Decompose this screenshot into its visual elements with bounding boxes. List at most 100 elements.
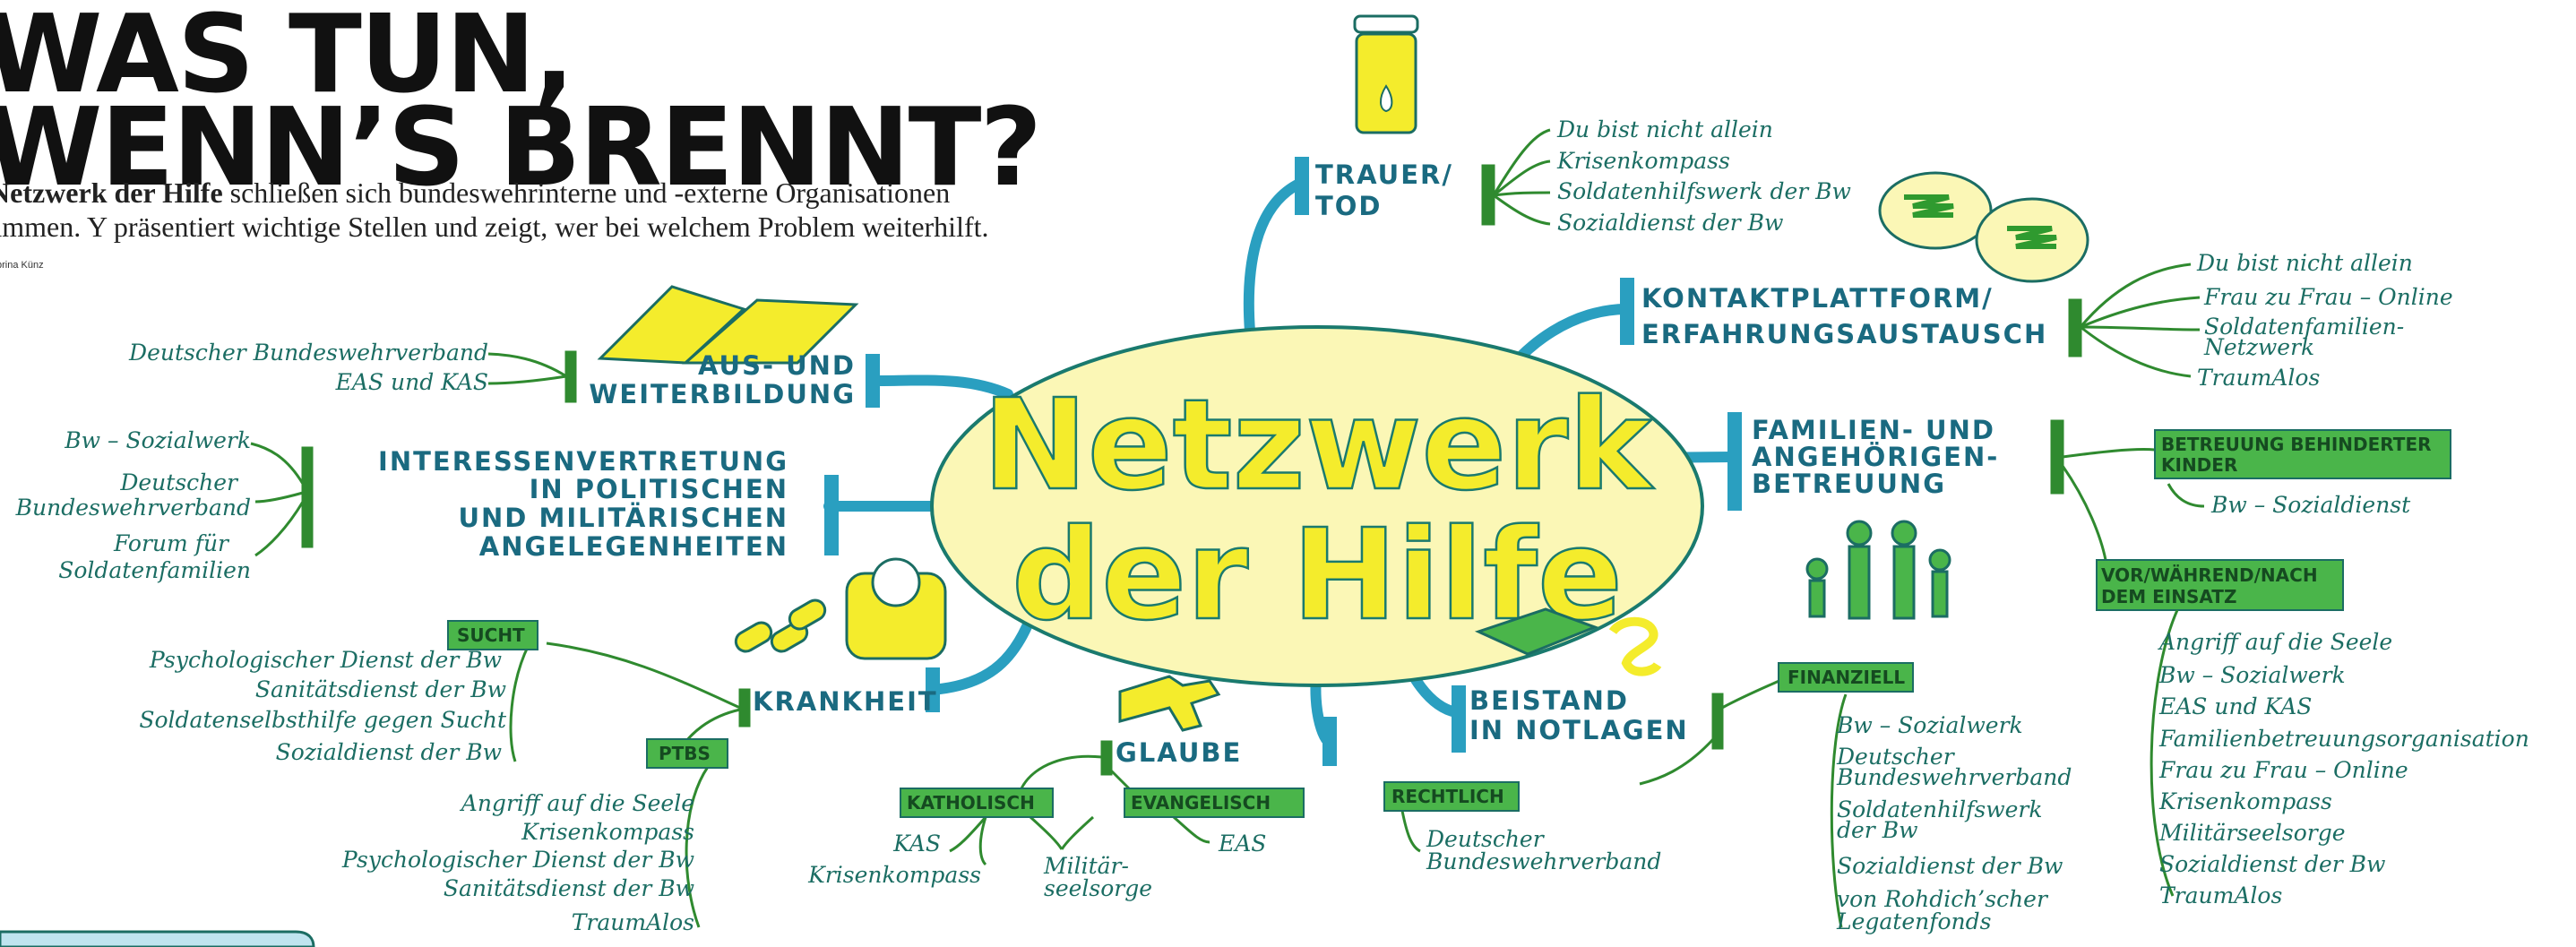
trauer-item-2: Krisenkompass bbox=[1556, 148, 1730, 174]
branch-trauer-line2: TOD bbox=[1315, 191, 1383, 221]
ptbs-item-3: Psychologischer Dienst der Bw bbox=[341, 847, 694, 873]
branch-ausbildung: AUS- UND WEITERBILDUNG Deutscher Bundesw… bbox=[128, 340, 856, 409]
familien-einsatz-box bbox=[2096, 559, 2344, 611]
finanziell-item-6: Sozialdienst der Bw bbox=[1837, 853, 2063, 879]
ausbildung-item-2: EAS und KAS bbox=[335, 369, 488, 395]
intro-line1: schließen sich bundeswehrinterne und -ex… bbox=[222, 176, 951, 209]
book-icon bbox=[597, 285, 859, 365]
branch-familien: FAMILIEN- UND ANGEHÖRIGEN- BETREUUNG BET… bbox=[1752, 415, 2529, 908]
trauer-item-3: Soldatenhilfswerk der Bw bbox=[1557, 178, 1851, 204]
branch-ausbildung-line1: AUS- UND bbox=[698, 350, 856, 381]
evangelisch-item-1: EAS bbox=[1218, 831, 1266, 857]
family-icon bbox=[1805, 520, 1951, 620]
headline-line2: WENN’S BRENNT? bbox=[0, 86, 1042, 211]
branch-glaube: GLAUBE KATHOLISCH KAS Krisenkompass EVAN… bbox=[807, 737, 1305, 901]
branch-trauer: TRAUER/ TOD Du bist nicht allein Krisenk… bbox=[1315, 116, 1851, 236]
rechtlich-item-1: Deutscher bbox=[1426, 826, 1546, 852]
money-icon bbox=[1474, 607, 1662, 676]
branch-caps bbox=[824, 157, 1742, 766]
branch-familien-line2: ANGEHÖRIGEN- bbox=[1752, 442, 1999, 472]
einsatz-item-5: Frau zu Frau – Online bbox=[2158, 757, 2408, 783]
finanziell-item-4: Soldatenhilfswerk bbox=[1837, 796, 2043, 822]
sucht-item-2: Sanitätsdienst der Bw bbox=[255, 676, 506, 702]
einsatz-item-3: EAS und KAS bbox=[2158, 693, 2312, 719]
ptbs-item-1: Angriff auf die Seele bbox=[460, 790, 694, 816]
branch-notlagen: BEISTAND IN NOTLAGEN FINANZIELL Bw – Soz… bbox=[1383, 662, 2072, 934]
einsatz-item-1: Angriff auf die Seele bbox=[2158, 629, 2392, 655]
finanziell-box bbox=[1778, 662, 1914, 693]
ptbs-item-4: Sanitätsdienst der Bw bbox=[444, 875, 694, 901]
interessen-item-5: Soldatenfamilien bbox=[58, 557, 251, 583]
branch-interessen-line1: INTERESSENVERTRETUNG bbox=[378, 446, 788, 477]
branch-kontakt-line1: KONTAKTPLATTFORM/ bbox=[1641, 283, 1994, 314]
familien-behindert-label2: KINDER bbox=[2161, 454, 2237, 476]
familien-behindert-item-1: Bw – Sozialdienst bbox=[2210, 492, 2411, 518]
sucht-item-4: Sozialdienst der Bw bbox=[276, 739, 502, 765]
trauer-item-4: Sozialdienst der Bw bbox=[1557, 210, 1783, 236]
interessen-item-4: Forum für bbox=[113, 530, 230, 556]
finanziell-item-7: von Rohdich’scher bbox=[1837, 886, 2049, 912]
trauer-item-1: Du bist nicht allein bbox=[1556, 116, 1773, 142]
familien-einsatz-label2: DEM EINSATZ bbox=[2101, 586, 2236, 607]
sucht-item-1: Psychologischer Dienst der Bw bbox=[149, 647, 502, 673]
familien-behindert-label1: BETREUUNG BEHINDERTER bbox=[2161, 434, 2432, 455]
rechtlich-item-2: Bundeswehrverband bbox=[1426, 848, 1661, 874]
rechtlich-box bbox=[1383, 781, 1520, 812]
familien-behindert-box bbox=[2154, 429, 2451, 479]
branch-interessen: INTERESSENVERTRETUNG IN POLITISCHEN UND … bbox=[15, 427, 788, 583]
glaube-shared-line2: seelsorge bbox=[1044, 875, 1152, 901]
pills-icon bbox=[734, 598, 827, 653]
einsatz-item-8: Sozialdienst der Bw bbox=[2159, 851, 2385, 877]
author-credit: prina Künz bbox=[0, 260, 44, 271]
sucht-box bbox=[447, 620, 538, 650]
branch-ausbildung-line2: WEITERBILDUNG bbox=[589, 379, 856, 409]
branch-krankheit-label: KRANKHEIT bbox=[753, 686, 938, 717]
rechtlich-label: RECHTLICH bbox=[1391, 786, 1504, 807]
branch-notlagen-line1: BEISTAND bbox=[1469, 685, 1629, 716]
katholisch-label: KATHOLISCH bbox=[907, 792, 1035, 814]
interessen-item-1: Bw – Sozialwerk bbox=[64, 427, 251, 453]
intro-text: Netzwerk der Hilfe schließen sich bundes… bbox=[0, 176, 1100, 244]
headline: WAS TUN, WENN’S BRENNT? bbox=[0, 2, 1042, 202]
intro-line2: ammen. Y präsentiert wichtige Stellen un… bbox=[0, 211, 989, 243]
einsatz-item-2: Bw – Sozialwerk bbox=[2158, 662, 2346, 688]
cross-icon bbox=[1118, 675, 1221, 732]
finanziell-label: FINANZIELL bbox=[1788, 667, 1905, 688]
branch-familien-line3: BETREUUNG bbox=[1752, 469, 1946, 499]
branch-notlagen-line2: IN NOTLAGEN bbox=[1469, 715, 1689, 745]
speech-bubbles-icon bbox=[1878, 171, 2089, 283]
evangelisch-box bbox=[1124, 788, 1305, 818]
finanziell-item-8: Legatenfonds bbox=[1836, 908, 1992, 934]
katholisch-item-2: Krisenkompass bbox=[807, 862, 981, 888]
kontakt-item-2: Frau zu Frau – Online bbox=[2203, 284, 2453, 310]
ptbs-item-2: Krisenkompass bbox=[521, 819, 694, 845]
einsatz-item-7: Militärseelsorge bbox=[2158, 820, 2346, 846]
branch-kontakt-line2: ERFAHRUNGSAUSTAUSCH bbox=[1641, 319, 2047, 349]
einsatz-item-6: Krisenkompass bbox=[2158, 788, 2332, 814]
ptbs-box bbox=[646, 738, 728, 769]
center-title-line1: Netzwerk bbox=[983, 373, 1655, 519]
center-ellipse bbox=[930, 325, 1704, 687]
sucht-label: SUCHT bbox=[457, 624, 525, 646]
kontakt-item-3: Soldatenfamilien- bbox=[2204, 314, 2404, 340]
finanziell-item-1: Bw – Sozialwerk bbox=[1836, 712, 2023, 738]
branch-krankheit: KRANKHEIT SUCHT Psychologischer Dienst d… bbox=[139, 620, 938, 935]
evangelisch-label: EVANGELISCH bbox=[1131, 792, 1271, 814]
candle-icon bbox=[1353, 14, 1419, 134]
kontakt-item-5: TraumAlos bbox=[2197, 365, 2320, 391]
ausbildung-item-1: Deutscher Bundeswehrverband bbox=[128, 340, 488, 366]
branch-interessen-line2: IN POLITISCHEN bbox=[530, 474, 788, 504]
branch-interessen-line4: ANGELEGENHEITEN bbox=[479, 531, 788, 562]
branch-glaube-label: GLAUBE bbox=[1116, 737, 1242, 768]
interessen-item-3: Bundeswehrverband bbox=[15, 495, 251, 521]
branch-interessen-line3: UND MILITÄRISCHEN bbox=[458, 503, 788, 533]
sucht-item-3: Soldatenselbsthilfe gegen Sucht bbox=[139, 707, 507, 733]
einsatz-item-9: TraumAlos bbox=[2159, 882, 2282, 908]
branch-kontakt: KONTAKTPLATTFORM/ ERFAHRUNGSAUSTAUSCH Du… bbox=[1641, 250, 2453, 391]
interessen-item-2: Deutscher bbox=[119, 469, 239, 495]
katholisch-item-1: KAS bbox=[892, 831, 941, 857]
intro-lead: Netzwerk der Hilfe bbox=[0, 176, 223, 209]
glaube-shared-line1: Militär- bbox=[1043, 853, 1129, 879]
